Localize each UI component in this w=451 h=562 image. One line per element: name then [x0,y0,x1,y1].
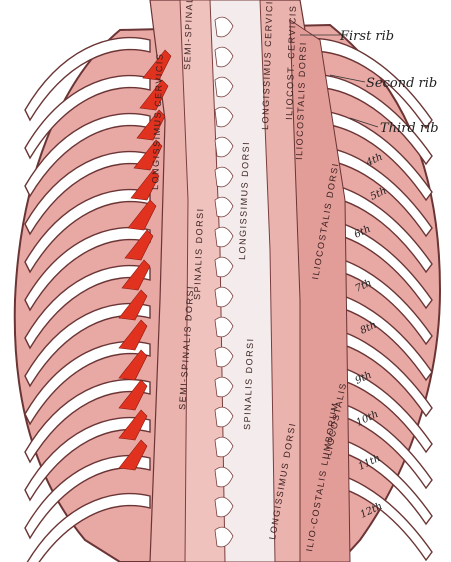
left-rib [24,340,151,426]
vertebral-tendons [214,16,234,548]
vertebral-tendon [214,436,234,458]
highlighted-muscle-slip [124,229,154,261]
highlighted-muscle-slip [130,169,160,201]
label-semi-spinalis-top: SEMI-SPINALIS [182,0,195,70]
vertebral-tendon [214,76,234,98]
label-iliocost-cervicis: ILIOCOST. CERVICIS [284,4,298,120]
highlighted-muscle-slip [118,289,148,321]
label-third-rib: Third rib [380,121,439,136]
label-second-rib: Second rib [366,76,437,91]
highlighted-muscle-slip [136,109,166,141]
left-rib [24,36,151,122]
vertebral-tendon [214,106,234,128]
highlighted-muscle-slip [139,79,169,111]
vertebral-tendon [214,376,234,398]
vertebral-tendon [214,256,234,278]
highlighted-muscle-slip [118,379,148,411]
left-rib [24,74,151,160]
highlighted-muscle-slip [118,409,148,441]
left-rib [24,150,151,236]
highlighted-muscle-slip [133,139,163,171]
vertebral-tendon [214,316,234,338]
label-iliocostalis-dorsi-upper: ILIOCOSTALIS DORSI [294,41,308,160]
highlighted-muscle-slip [121,259,151,291]
vertebral-tendon [214,466,234,488]
vertebral-tendon [214,166,234,188]
label-longissimus-cervicis: LONGISSIMUS CERVICIS [150,52,165,190]
label-first-rib: First rib [339,29,394,44]
left-rib [24,226,151,312]
label-spinalis-dorsi: SPINALIS DORSI [192,207,205,300]
vertebral-tendon [214,526,234,548]
label-longissimus-cervicis-right: LONGISSIMUS CERVICIS [260,0,275,130]
vertebral-tendon [214,46,234,68]
highlighted-muscle-slips [118,49,172,471]
left-rib [26,492,151,562]
highlighted-muscle-slip [118,319,148,351]
vertebral-tendon [214,346,234,368]
left-rib [24,112,151,198]
vertebral-tendon [214,496,234,518]
label-spinalis-dorsi-lower: SPINALIS DORSI [242,337,255,430]
vertebral-tendon [214,406,234,428]
highlighted-muscle-slip [118,349,148,381]
highlighted-muscle-slip [127,199,157,231]
vertebral-tendon [214,286,234,308]
highlighted-muscle-slip [118,439,148,471]
vertebral-tendon [214,196,234,218]
vertebral-tendon [214,226,234,248]
label-longissimus-dorsi: LONGISSIMUS DORSI [237,141,251,260]
highlighted-muscle-slip [142,49,172,81]
vertebral-tendon [214,16,234,38]
leader-second-rib [329,74,366,83]
vertebral-tendon [214,136,234,158]
leader-third-rib [349,117,379,128]
iliocostalis-column [289,19,351,562]
